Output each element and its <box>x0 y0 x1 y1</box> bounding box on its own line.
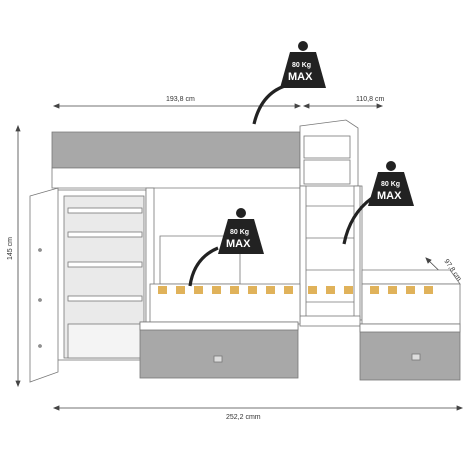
depth-top-label: 110,8 cm <box>356 96 384 103</box>
wardrobe <box>29 187 155 383</box>
weight-badge-upper-line2: MAX <box>288 71 313 83</box>
weight-badge-lower: 80 Kg MAX <box>188 208 264 287</box>
upper-bed <box>51 131 301 189</box>
width-top-label: 193,8 cm <box>166 96 195 103</box>
side-bed-slats <box>370 286 433 294</box>
weight-badge-upper: 80 Kg MAX <box>252 41 326 125</box>
weight-badge-side-line1: 80 Kg <box>381 181 400 188</box>
lower-bed <box>139 235 353 379</box>
total-width-label: 252,2 cmm <box>226 414 261 421</box>
weight-badge-lower-line2: MAX <box>226 238 251 250</box>
side-bed <box>359 269 461 381</box>
weight-badge-lower-line1: 80 Kg <box>230 229 249 236</box>
height-label: 145 cm <box>7 237 14 260</box>
tower-ladder-unit <box>299 119 363 327</box>
weight-badge-upper-line1: 80 Kg <box>292 62 311 69</box>
dimension-lines <box>15 103 464 411</box>
weight-badge-side: 80 Kg MAX <box>342 161 414 245</box>
weight-badge-side-line2: MAX <box>377 190 402 202</box>
lower-bed-slats <box>158 286 353 294</box>
